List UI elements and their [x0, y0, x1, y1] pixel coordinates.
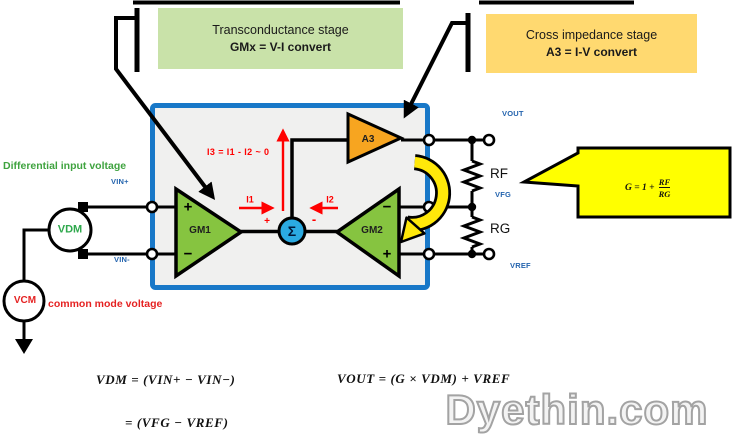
ground-arrow: [15, 339, 33, 354]
equation-vfg-vref: = (VFG − VREF): [125, 415, 229, 430]
gm1-label: GM1: [189, 225, 211, 236]
feedback-arrowhead: [399, 216, 426, 244]
cross-impedance-callout: Cross impedance stage A3 = I-V convert: [486, 14, 697, 73]
a3-triangle: [346, 111, 405, 165]
sum-to-a3-wire: [290, 138, 348, 219]
vdm-label: VDM: [57, 223, 83, 236]
a3-out-node: [422, 133, 436, 147]
i1-label: I1: [246, 194, 254, 205]
summing-node-circle: [277, 216, 307, 246]
vin-plus-node: [145, 200, 159, 214]
a3-label: A3: [361, 134, 375, 145]
vdm-to-vcm-wire: [22, 228, 49, 282]
transconductance-subtitle: GMx = V-I convert: [229, 40, 332, 54]
feedback-arc: [405, 156, 449, 230]
gain-formula-fraction: RF RG: [658, 177, 671, 199]
gm1-minus-sign: −: [183, 245, 193, 263]
gain-callout-bubble: [518, 146, 732, 219]
vin-minus-label: VIN-: [114, 255, 130, 264]
rg-label: RG: [490, 221, 511, 236]
left-callout-arrow: [114, 16, 216, 201]
cross-impedance-subtitle: A3 = I-V convert: [545, 45, 638, 59]
vcm-source-circle: [2, 279, 46, 323]
gain-formula-denominator: RG: [658, 187, 671, 199]
vin-plus-label: VIN+: [111, 177, 129, 186]
i3-equation-label: I3 = I1 - I2 ~ 0: [207, 147, 270, 157]
vref-terminal: [482, 247, 496, 261]
vref-label: VREF: [510, 261, 531, 270]
open-terminals: [145, 133, 496, 261]
gain-formula: G = 1 + RF RG: [625, 177, 671, 199]
vref-junction: [467, 249, 477, 259]
vout-junction: [467, 135, 477, 145]
sum-plus-sign: +: [264, 216, 270, 227]
vdm-source-circle: [47, 207, 93, 253]
differential-input-label: Differential input voltage: [3, 160, 127, 172]
vfg-label: VFG: [495, 190, 512, 199]
transconductance-title: Transconductance stage: [212, 23, 349, 37]
gm2-label: GM2: [361, 225, 383, 236]
gm1-triangle: [174, 185, 245, 280]
vfg-junction: [467, 202, 477, 212]
right-callout-arrow: [403, 21, 466, 119]
ref-node: [422, 247, 436, 261]
vin-minus-node: [145, 247, 159, 261]
sigma-label: Σ: [287, 223, 297, 239]
junction-dots: [467, 135, 477, 259]
sum-minus-sign: -: [311, 211, 317, 227]
vdm-top-terminal: [78, 202, 88, 212]
feedback-arrow: [399, 154, 452, 244]
equation-vdm: VDM = (VIN+ − VIN−): [96, 372, 236, 387]
cross-impedance-title: Cross impedance stage: [525, 28, 658, 42]
gain-formula-numerator: RF: [658, 177, 671, 187]
common-mode-label: common mode voltage: [48, 298, 163, 310]
gm2-triangle: [333, 185, 401, 280]
vout-label: VOUT: [502, 109, 524, 118]
watermark-text: Dyethin.com: [444, 385, 709, 434]
resistor-rg: [459, 215, 485, 249]
gm1-plus-sign: +: [183, 198, 193, 216]
gain-formula-prefix: G = 1 +: [625, 183, 655, 193]
gm2-minus-sign: −: [382, 198, 392, 216]
transconductance-callout: Transconductance stage GMx = V-I convert: [158, 8, 403, 69]
vdm-bottom-terminal: [78, 249, 88, 259]
vcm-label: VCM: [13, 295, 37, 306]
rf-label: RF: [490, 166, 508, 181]
i2-label: I2: [326, 194, 334, 205]
vout-terminal: [482, 133, 496, 147]
equation-vout: VOUT = (G × VDM) + VREF: [337, 371, 511, 386]
current-arrows: [239, 128, 338, 215]
gm2-plus-sign: +: [382, 245, 392, 263]
resistor-rf: [459, 159, 485, 193]
